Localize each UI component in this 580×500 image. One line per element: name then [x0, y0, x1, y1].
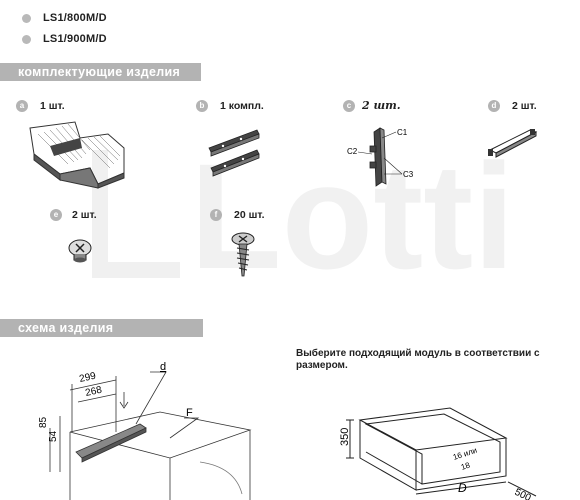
- bullet-icon: [22, 13, 31, 23]
- model-label: LS1/900M/D: [43, 33, 107, 45]
- item-qty-e: 2 шт.: [72, 209, 97, 221]
- components-section-header: комплектующие изделия: [0, 63, 201, 81]
- item-badge-e: e: [50, 209, 62, 221]
- item-badge-f: f: [210, 209, 222, 221]
- model-item: LS1/800M/D: [22, 11, 107, 25]
- dim-height: 350: [339, 428, 351, 446]
- label-c2: C2: [347, 147, 358, 156]
- item-qty-a: 1 шт.: [40, 100, 65, 112]
- label-c3: C3: [403, 170, 414, 179]
- scheme-section-header: схема изделия: [0, 319, 203, 337]
- model-label: LS1/800M/D: [43, 12, 107, 24]
- bullet-icon: [22, 34, 31, 44]
- cabinet-module-drawing: 350 16 или 18 D 500: [339, 407, 537, 500]
- dim-depth: 500: [513, 487, 533, 500]
- dim-thickness-1: 16 или: [452, 446, 478, 462]
- dim-thickness-2: 18: [460, 460, 472, 471]
- bolt-part-image: [68, 239, 92, 263]
- model-item: LS1/900M/D: [22, 32, 107, 46]
- cabinet-instruction: Выберите подходящий модуль в соответстви…: [296, 348, 540, 371]
- dim-268: 268: [84, 385, 103, 399]
- label-F: F: [186, 407, 193, 419]
- item-qty-b: 1 компл.: [220, 100, 264, 112]
- item-badge-c: c: [343, 100, 355, 112]
- rail-part-image: [208, 129, 260, 177]
- label-d: d: [160, 362, 166, 373]
- item-qty-d: 2 шт.: [512, 100, 537, 112]
- label-c1: C1: [397, 128, 408, 137]
- dim-85: 85: [38, 416, 49, 428]
- item-qty-c: 2 шт.: [362, 99, 401, 112]
- dim-54: 54: [48, 430, 59, 442]
- basket-part-image: [29, 121, 125, 189]
- lotti-watermark: Lotti: [92, 132, 510, 280]
- assembly-scheme-drawing: 299 268 85 54 d F: [38, 362, 252, 500]
- item-badge-d: d: [488, 100, 500, 112]
- item-badge-a: a: [16, 100, 28, 112]
- bracket-part-image: C1 C2 C3: [347, 127, 414, 187]
- item-badge-b: b: [196, 100, 208, 112]
- item-qty-f: 20 шт.: [234, 209, 265, 221]
- dim-width: D: [458, 481, 467, 495]
- dim-299: 299: [78, 371, 97, 385]
- clip-part-image: [488, 129, 538, 158]
- screw-part-image: [231, 232, 255, 277]
